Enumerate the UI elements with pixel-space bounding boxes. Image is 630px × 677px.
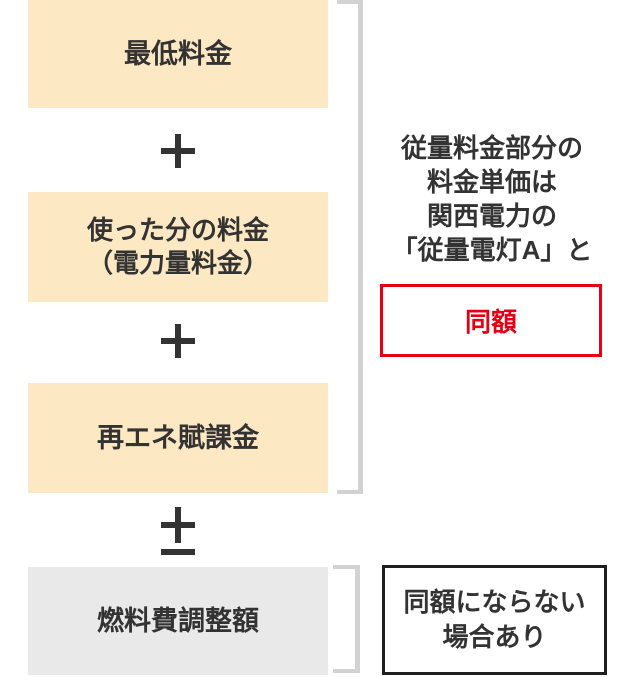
plus-minus-icon-bar <box>175 507 181 543</box>
fuel-group-bracket <box>333 565 360 673</box>
same-amount-badge: 同額 <box>380 284 602 357</box>
plus-icon-bar <box>175 324 181 358</box>
plus-icon <box>161 134 195 168</box>
metered-rate-note: 従量料金部分の 料金単価は 関西電力の 「従量電灯A」と <box>391 133 593 265</box>
plus-minus-icon <box>161 507 195 555</box>
plus-icon <box>161 324 195 358</box>
minimum-charge-box: 最低料金 <box>28 0 328 108</box>
metered-group-bracket <box>337 0 363 494</box>
renewable-levy-box: 再エネ賦課金 <box>28 383 328 493</box>
plus-icon-bar <box>175 134 181 168</box>
energy-charge-box: 使った分の料金 （電力量料金） <box>28 192 328 302</box>
fuel-adjustment-note: 同額にならない 場合あり <box>382 565 607 675</box>
plus-minus-icon-bar <box>161 549 195 555</box>
fuel-adjustment-box: 燃料費調整額 <box>28 567 328 675</box>
